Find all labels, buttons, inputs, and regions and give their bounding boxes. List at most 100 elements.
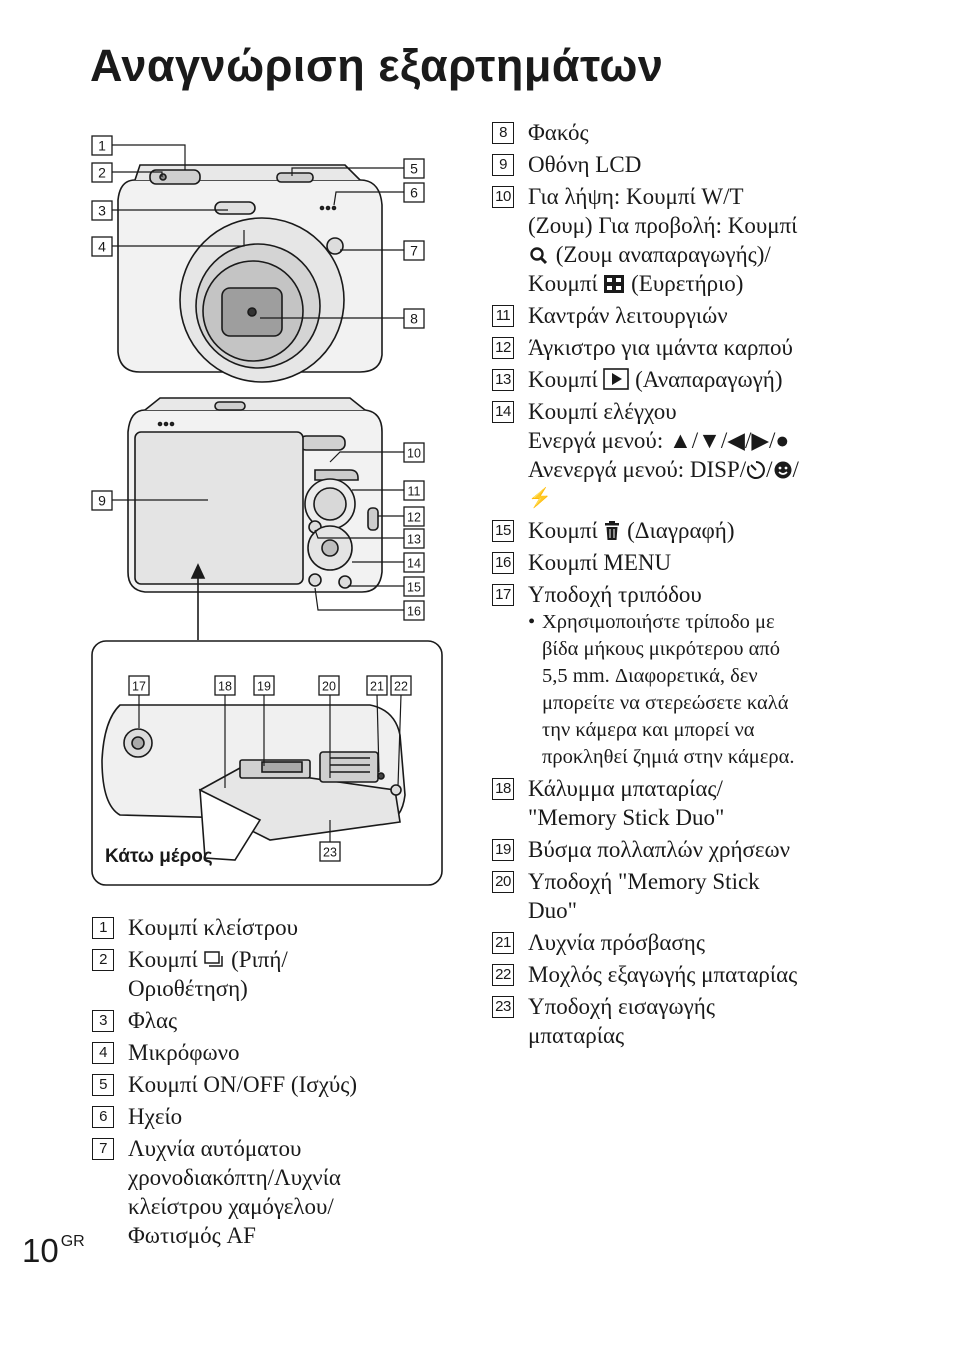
svg-text:11: 11 bbox=[408, 485, 421, 499]
callout-3: 3 bbox=[91, 200, 113, 221]
callout-9: 9 bbox=[91, 490, 113, 511]
item-number: 16 bbox=[492, 552, 514, 574]
callout-16: 16 bbox=[403, 600, 425, 621]
item-number: 6 bbox=[92, 1106, 114, 1128]
item-label: Καντράν λειτουργιών bbox=[528, 303, 728, 328]
item-label: Μικρόφωνο bbox=[128, 1040, 240, 1065]
item-label: Μοχλός εξαγωγής μπαταρίας bbox=[528, 962, 798, 987]
callout-15: 15 bbox=[403, 576, 425, 597]
item-label: "Memory Stick Duo" bbox=[528, 805, 725, 830]
callout-5: 5 bbox=[403, 158, 425, 179]
tripod-note: • Χρησιμοποιήστε τρίποδο με βίδα μήκους … bbox=[528, 611, 795, 768]
svg-text:23: 23 bbox=[323, 846, 337, 860]
item-number: 18 bbox=[492, 778, 514, 800]
item-label: Υποδοχή τριπόδου bbox=[528, 582, 702, 607]
list-item: 6 Ηχείο bbox=[92, 1102, 432, 1131]
playback-icon bbox=[603, 368, 630, 390]
item-number: 2 bbox=[92, 949, 114, 971]
callout-12: 12 bbox=[403, 506, 425, 527]
list-item: 21 Λυχνία πρόσβασης bbox=[492, 928, 937, 957]
callout-7: 7 bbox=[403, 240, 425, 261]
callout-1: 1 bbox=[91, 135, 113, 156]
item-number: 1 bbox=[92, 917, 114, 939]
svg-text:7: 7 bbox=[410, 243, 418, 259]
callout-6: 6 bbox=[403, 182, 425, 203]
item-number: 14 bbox=[492, 401, 514, 423]
item-label-with-icon: Κουμπί (Ριπή/ bbox=[128, 947, 288, 972]
item-label: Λυχνία πρόσβασης bbox=[528, 930, 705, 955]
list-item: 23 Υποδοχή εισαγωγής μπαταρίας bbox=[492, 992, 937, 1050]
page-suffix: GR bbox=[60, 1233, 85, 1250]
parts-list-left: 1 Κουμπί κλείστρου 2 Κουμπί (Ριπή/ Οριοθ… bbox=[92, 913, 432, 1253]
item-number: 13 bbox=[492, 369, 514, 391]
svg-text:8: 8 bbox=[410, 311, 418, 327]
zoom-magnifier-icon bbox=[530, 247, 548, 265]
list-item: 5 Κουμπί ON/OFF (Ισχύς) bbox=[92, 1070, 432, 1099]
list-item: 9 Οθόνη LCD bbox=[492, 150, 937, 179]
svg-text:10: 10 bbox=[407, 447, 421, 461]
callout-20: 20 bbox=[318, 675, 340, 696]
svg-text:1: 1 bbox=[98, 138, 106, 154]
item-label: Κουμπί ελέγχου bbox=[528, 399, 677, 424]
callout-18: 18 bbox=[214, 675, 236, 696]
item-label: χρονοδιακόπτη/Λυχνία bbox=[128, 1165, 341, 1190]
list-item: 7 Λυχνία αυτόματου χρονοδιακόπτη/Λυχνία … bbox=[92, 1134, 432, 1250]
item-label: Κουμπί ON/OFF (Ισχύς) bbox=[128, 1072, 358, 1097]
svg-text:5: 5 bbox=[410, 161, 418, 177]
item-number: 3 bbox=[92, 1010, 114, 1032]
list-item: 15 Κουμπί (Διαγραφή) bbox=[492, 516, 937, 545]
item-number: 21 bbox=[492, 932, 514, 954]
item-label: Βύσμα πολλαπλών χρήσεων bbox=[528, 837, 791, 862]
item-number: 20 bbox=[492, 871, 514, 893]
item-number: 19 bbox=[492, 839, 514, 861]
svg-text:21: 21 bbox=[370, 680, 384, 694]
item-label: Ηχείο bbox=[128, 1104, 183, 1129]
item-label: Φωτισμός AF bbox=[128, 1223, 256, 1248]
item-number: 4 bbox=[92, 1042, 114, 1064]
item-label-with-icon: Κουμπί (Ευρετήριο) bbox=[528, 271, 744, 296]
item-number: 5 bbox=[92, 1074, 114, 1096]
callout-11: 11 bbox=[403, 480, 425, 501]
item-number: 15 bbox=[492, 520, 514, 542]
item-number: 23 bbox=[492, 996, 514, 1018]
item-label: Κουμπί MENU bbox=[528, 550, 672, 575]
item-number: 17 bbox=[492, 584, 514, 606]
callout-19: 19 bbox=[253, 675, 275, 696]
list-item: 19 Βύσμα πολλαπλών χρήσεων bbox=[492, 835, 937, 864]
item-label: Για λήψη: Κουμπί W/T bbox=[528, 184, 744, 209]
item-number: 9 bbox=[492, 154, 514, 176]
item-label-with-icon: Κουμπί (Διαγραφή) bbox=[528, 518, 735, 543]
callout-13: 13 bbox=[403, 528, 425, 549]
callout-22: 22 bbox=[390, 675, 412, 696]
list-item: 2 Κουμπί (Ριπή/ Οριοθέτηση) bbox=[92, 945, 432, 1003]
item-label: (Ζουμ αναπαραγωγής)/ bbox=[555, 242, 771, 267]
item-number: 7 bbox=[92, 1138, 114, 1160]
item-label: Duo" bbox=[528, 898, 577, 923]
svg-text:16: 16 bbox=[407, 605, 421, 619]
camera-back-view bbox=[127, 397, 383, 593]
svg-text:15: 15 bbox=[407, 581, 421, 595]
callout-4: 4 bbox=[91, 236, 113, 257]
svg-text:3: 3 bbox=[98, 203, 106, 219]
svg-text:18: 18 bbox=[218, 680, 232, 694]
item-label: Οριοθέτηση) bbox=[128, 976, 248, 1001]
list-item: 12 Άγκιστρο για ιμάντα καρπού bbox=[492, 333, 937, 362]
page-title: Αναγνώριση εξαρτημάτων bbox=[90, 40, 664, 91]
burst-icon bbox=[204, 951, 224, 967]
item-label-with-icon: Ανενεργά μενού: DISP/// bbox=[528, 457, 799, 482]
svg-text:19: 19 bbox=[257, 680, 271, 694]
parts-list-right: 8 Φακός 9 Οθόνη LCD 10 Για λήψη: Κουμπί … bbox=[492, 118, 937, 1053]
item-label: Υποδοχή "Memory Stick bbox=[528, 869, 760, 894]
svg-text:17: 17 bbox=[132, 680, 146, 694]
list-item: 18 Κάλυμμα μπαταρίας/ "Memory Stick Duo" bbox=[492, 774, 937, 832]
item-label: Κουμπί κλείστρου bbox=[128, 915, 298, 940]
list-item: 11 Καντράν λειτουργιών bbox=[492, 301, 937, 330]
list-item: 8 Φακός bbox=[492, 118, 937, 147]
list-item: 17 Υποδοχή τριπόδου bbox=[492, 580, 937, 609]
callout-14: 14 bbox=[403, 552, 425, 573]
camera-front-view bbox=[117, 164, 383, 383]
item-label: Φλας bbox=[128, 1008, 178, 1033]
svg-text:22: 22 bbox=[394, 680, 408, 694]
list-item: 20 Υποδοχή "Memory Stick Duo" bbox=[492, 867, 937, 925]
